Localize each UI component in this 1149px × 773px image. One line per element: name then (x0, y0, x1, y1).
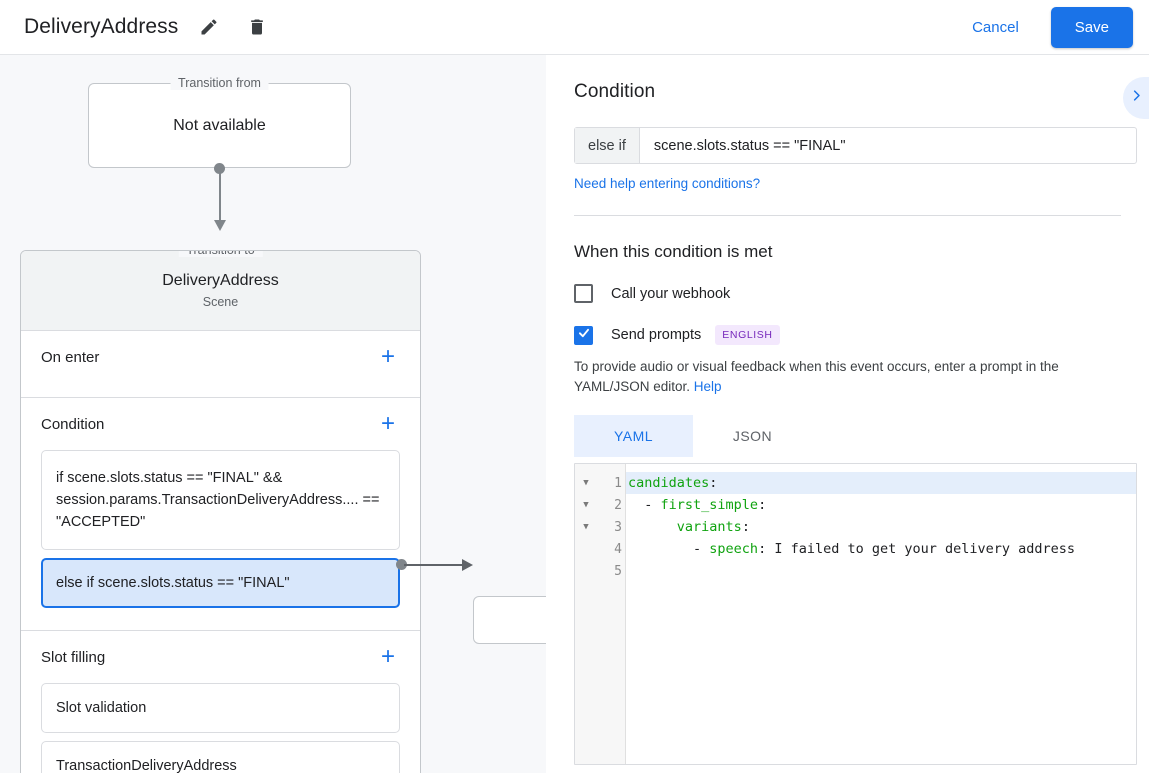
section-slot-filling: Slot filling + Slot validation Transacti… (21, 631, 420, 773)
tab-json[interactable]: JSON (732, 428, 773, 444)
section-condition: Condition + if scene.slots.status == "FI… (21, 398, 420, 631)
panel-when-met-block: When this condition is met Call your web… (546, 216, 1149, 765)
send-prompts-label: Send prompts (611, 327, 702, 343)
editor-gutter: ▼ 1 ▼ 2 ▼ 3 4 5 (575, 464, 626, 764)
condition-prefix: else if (575, 128, 640, 163)
condition-chip-selected[interactable]: else if scene.slots.status == "FINAL" (41, 558, 400, 608)
panel-condition-heading: Condition (574, 81, 656, 102)
add-on-enter-button[interactable]: + (380, 343, 395, 370)
detail-panel: Condition else if scene.slots.status == … (546, 55, 1149, 773)
section-title-slot-filling: Slot filling (41, 648, 106, 666)
connector-dot-condition (396, 559, 407, 570)
code-line-text: variants: (676, 519, 750, 535)
section-title-condition: Condition (41, 415, 105, 433)
gutter-row: ▼ 3 (575, 516, 625, 538)
gutter-row: 5 (575, 560, 625, 582)
trash-icon (247, 17, 267, 37)
scene-name: DeliveryAddress (162, 272, 279, 289)
edit-button[interactable] (192, 10, 226, 44)
line-number: 5 (614, 563, 622, 579)
condition-chip[interactable]: if scene.slots.status == "FINAL" && sess… (41, 450, 400, 550)
prompts-help-link[interactable]: Help (693, 379, 722, 394)
code-line-text: - first_simple: (628, 497, 767, 513)
app-header: DeliveryAddress Cancel Save (0, 0, 1149, 55)
connector-line-horizontal (404, 564, 466, 566)
code-line[interactable]: variants: (626, 516, 1136, 538)
panel-divider (574, 215, 1121, 216)
flow-canvas[interactable]: Transition from Not available Transition… (0, 55, 546, 773)
code-line[interactable] (626, 560, 1136, 582)
delete-button[interactable] (240, 10, 274, 44)
transition-to-node[interactable]: Transition to DeliveryAddress Scene On e… (20, 250, 421, 773)
code-line[interactable]: - speech: I failed to get your delivery … (626, 538, 1136, 560)
fold-triangle-icon[interactable]: ▼ (583, 522, 589, 532)
add-condition-button[interactable]: + (380, 410, 395, 437)
prompts-description-text: To provide audio or visual feedback when… (574, 359, 1059, 394)
target-node[interactable] (473, 596, 546, 644)
when-met-heading: When this condition is met (574, 242, 773, 261)
fold-triangle-icon[interactable]: ▼ (583, 478, 589, 488)
page-title: DeliveryAddress (24, 15, 179, 38)
cancel-button[interactable]: Cancel (958, 10, 1033, 45)
line-number: 1 (614, 475, 622, 491)
gutter-row: ▼ 1 (575, 472, 625, 494)
pencil-icon (199, 17, 219, 37)
tab-yaml[interactable]: YAML (574, 415, 693, 457)
gutter-row: 4 (575, 538, 625, 560)
section-header: Condition + (41, 398, 400, 450)
scene-header: DeliveryAddress Scene (21, 251, 420, 331)
panel-condition-block: Condition else if scene.slots.status == … (546, 55, 1149, 216)
section-title-on-enter: On enter (41, 348, 100, 366)
code-line-text: - speech: I failed to get your delivery … (628, 541, 1076, 557)
connector-line-vertical (219, 168, 221, 222)
condition-input-row[interactable]: else if scene.slots.status == "FINAL" (574, 127, 1137, 164)
call-webhook-checkbox[interactable] (574, 284, 593, 303)
section-header: Slot filling + (41, 631, 400, 683)
transition-from-node[interactable]: Transition from Not available (88, 76, 351, 168)
code-line[interactable]: - first_simple: (626, 494, 1136, 516)
connector-arrow-right (462, 558, 473, 571)
scene-kind: Scene (202, 295, 239, 309)
fold-triangle-icon[interactable]: ▼ (583, 500, 589, 510)
gutter-row: ▼ 2 (575, 494, 625, 516)
editor-code-area[interactable]: candidates: - first_simple: variants: - … (626, 464, 1136, 764)
code-line[interactable]: candidates: (626, 472, 1136, 494)
code-line-text: candidates: (628, 475, 718, 491)
section-on-enter: On enter + (21, 331, 420, 398)
editor-format-tabs: YAML JSON (574, 415, 1121, 457)
slot-validation-chip[interactable]: Slot validation (41, 683, 400, 733)
transition-from-legend: Transition from (170, 76, 269, 90)
condition-help-link[interactable]: Need help entering conditions? (574, 176, 761, 191)
slot-chip-transaction-delivery-address[interactable]: TransactionDeliveryAddress (41, 741, 400, 773)
line-number: 3 (614, 519, 622, 535)
check-icon (577, 326, 591, 345)
transition-to-legend: Transition to (178, 251, 263, 257)
send-prompts-checkbox[interactable] (574, 325, 593, 345)
section-header: On enter + (41, 331, 400, 383)
prompt-code-editor[interactable]: ▼ 1 ▼ 2 ▼ 3 4 5 (574, 463, 1137, 765)
line-number: 2 (614, 497, 622, 513)
send-prompts-row[interactable]: Send prompts ENGLISH (574, 325, 1121, 345)
transition-from-title: Not available (173, 116, 266, 134)
language-badge: ENGLISH (715, 325, 780, 345)
save-button[interactable]: Save (1050, 6, 1133, 48)
prompts-description: To provide audio or visual feedback when… (574, 357, 1121, 397)
call-webhook-label: Call your webhook (611, 285, 731, 302)
line-number: 4 (614, 541, 622, 557)
chevron-right-icon (1129, 88, 1144, 108)
webhook-row[interactable]: Call your webhook (574, 284, 1121, 303)
add-slot-filling-button[interactable]: + (380, 643, 395, 670)
connector-arrow-down (213, 220, 226, 231)
condition-expression-input[interactable]: scene.slots.status == "FINAL" (653, 137, 846, 154)
